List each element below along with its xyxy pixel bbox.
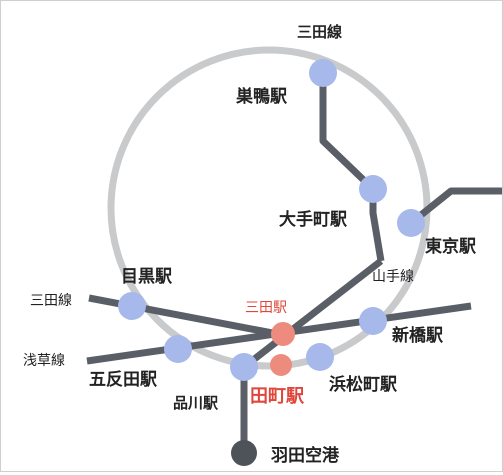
mita-station[interactable] (271, 322, 295, 346)
tamachi-station[interactable] (270, 354, 292, 376)
mita-label: 三田駅 (245, 300, 287, 316)
gotanda-station[interactable] (164, 335, 192, 363)
shinagawa-station[interactable] (230, 353, 258, 381)
hamamatsucho-label: 浜松町駅 (329, 374, 398, 395)
hamamatsucho-station[interactable] (306, 343, 334, 371)
meguro-label: 目黒駅 (121, 267, 173, 287)
sugamo-label: 巣鴨駅 (235, 86, 288, 107)
sugamo-station[interactable] (309, 59, 337, 87)
tokyo-label: 東京駅 (425, 236, 477, 257)
otemachi-label: 大手町駅 (279, 209, 348, 230)
meguro-station[interactable] (118, 292, 146, 320)
shinagawa-label: 品川駅 (173, 394, 219, 412)
tokyo-station[interactable] (397, 209, 425, 237)
otemachi-station[interactable] (359, 175, 387, 203)
haneda-terminal[interactable] (231, 440, 257, 466)
east-line-track (408, 187, 502, 226)
mita-line-left-label: 三田線 (30, 293, 72, 309)
yamanote-label: 山手線 (372, 269, 414, 285)
gotanda-label: 五反田駅 (89, 370, 158, 390)
tamachi-label: 田町駅 (250, 386, 305, 407)
shinbashi-label: 新橋駅 (392, 325, 444, 346)
mita-line-top-label: 三田線 (297, 23, 342, 41)
shinbashi-station[interactable] (359, 307, 387, 335)
diagonal-track (241, 258, 384, 370)
haneda-label: 羽田空港 (271, 445, 340, 466)
asakusa-line-label: 浅草線 (23, 353, 65, 369)
otemachi-shinagawa-track (369, 212, 385, 262)
